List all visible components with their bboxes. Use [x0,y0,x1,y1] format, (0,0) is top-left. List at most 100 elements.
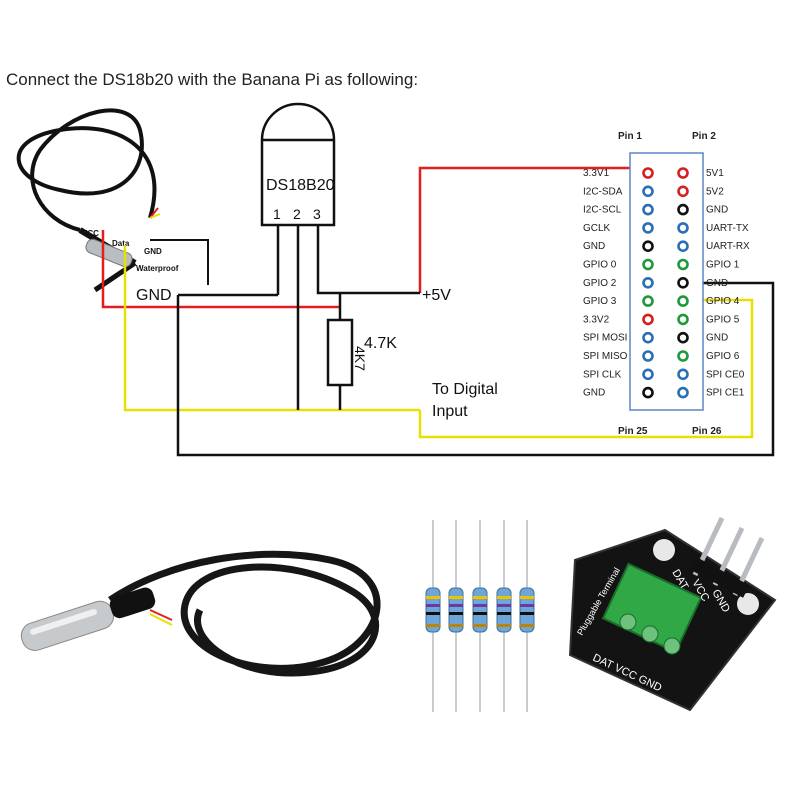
header-right-label: 5V1 [706,168,724,179]
header-pin-left [642,295,654,307]
header-pin-left [642,240,654,252]
resistor-band [449,596,463,599]
probe-gnd-label: GND [144,247,162,256]
sensor-name: DS18B20 [266,177,335,194]
header-pin-left [642,167,654,179]
page-caption: Connect the DS18b20 with the Banana Pi a… [6,70,419,89]
resistor-band [473,624,487,627]
header-pin-left [642,276,654,289]
header-left-label: GPIO 0 [583,260,617,271]
header-left-label: GPIO 2 [583,278,617,289]
header-pin-left [642,313,654,326]
header-pin-left [642,258,654,271]
header-right-label: GPIO 4 [706,296,740,307]
digital-input-label-1: To Digital [432,381,498,398]
resistor-band [497,596,511,599]
pullup-resistor [326,318,354,387]
header-left-label: 3.3V1 [583,168,610,179]
header-pin-right [677,203,689,216]
terminal-board-photo [568,516,777,712]
resistors-photo [425,520,535,712]
header-pin-right [677,350,689,362]
black-wire-gnd-rail [176,281,775,457]
sensor-pin-3: 3 [313,206,321,222]
header-pin-right [677,240,689,252]
resistor-band [473,612,487,615]
header-left-label: GND [583,388,605,399]
resistor-band [449,604,463,607]
header-pin-right [677,185,689,198]
header-right-label: GND [706,205,728,216]
header-right-label: 5V2 [706,186,724,197]
header-right-label: SPI CE1 [706,388,745,399]
header-pin-right [677,368,689,381]
header-pin-right [677,386,689,399]
resistor-band [520,604,534,607]
resistor-value-label: 4.7K [364,335,397,352]
header-right-label: GPIO 1 [706,260,740,271]
gnd-label: GND [136,287,172,304]
header-right-label: GPIO 5 [706,314,740,325]
header-left-label: GPIO 3 [583,296,617,307]
resistor-band [426,596,440,599]
probe-data-label: Data [112,239,130,248]
plus5v-label: +5V [422,287,451,304]
vcc-wire [316,225,420,295]
header-pin-left [642,331,654,344]
yellow-wire-gpio4 [418,298,754,439]
header-right-label: GND [706,278,728,289]
resistor-band [520,596,534,599]
header-pin-left [642,386,654,399]
header-left-label: I2C-SCL [583,205,622,216]
probe-cable-photo [20,550,381,677]
resistor-band [473,604,487,607]
header-pin25: Pin 25 [618,426,648,437]
header-pin-left [642,185,654,198]
resistor-band [520,624,534,627]
sensor-pin-2: 2 [293,206,301,222]
header-pin-right [677,222,689,234]
probe-gnd-wire [150,239,209,285]
header-pin-right [677,331,689,344]
resistor-band [449,624,463,627]
header-left-label: GND [583,241,605,252]
header-right-label: GND [706,333,728,344]
resistor-band [426,604,440,607]
header-left-label: SPI CLK [583,369,622,380]
header-pin-right [677,313,689,326]
header-pin-right [677,295,689,307]
sensor-pin-1: 1 [273,206,281,222]
header-right-label: UART-RX [706,241,750,252]
resistor-band [520,612,534,615]
header-right-label: UART-TX [706,223,749,234]
red-wire-probe [101,230,340,309]
probe-vcc-label: VCC [82,229,99,238]
header-pin-right [677,167,689,179]
resistor-band [449,612,463,615]
header-pin-left [642,203,654,216]
resistor-band [497,612,511,615]
probe-waterproof-label: Waterproof [136,264,179,273]
header-left-label: 3.3V2 [583,314,610,325]
header-pin2: Pin 2 [692,131,716,142]
header-right-label: GPIO 6 [706,351,740,362]
header-left-label: I2C-SDA [583,186,623,197]
header-pin1: Pin 1 [618,131,642,142]
header-left-label: GCLK [583,223,611,234]
resistor-band [497,604,511,607]
header-right-label: SPI CE0 [706,369,745,380]
resistor-band [497,624,511,627]
resistor-band [426,624,440,627]
header-pin26: Pin 26 [692,426,722,437]
header-pin-right [677,276,689,289]
header-pin-left [642,368,654,381]
digital-input-label-2: Input [432,403,468,420]
red-wire-5v [418,166,648,293]
resistor-marking: 4K7 [352,346,368,371]
header-pin-right [677,258,689,271]
resistor-band [473,596,487,599]
probe-illustration [16,108,161,293]
gpio-header [629,152,704,411]
header-left-label: SPI MOSI [583,333,627,344]
